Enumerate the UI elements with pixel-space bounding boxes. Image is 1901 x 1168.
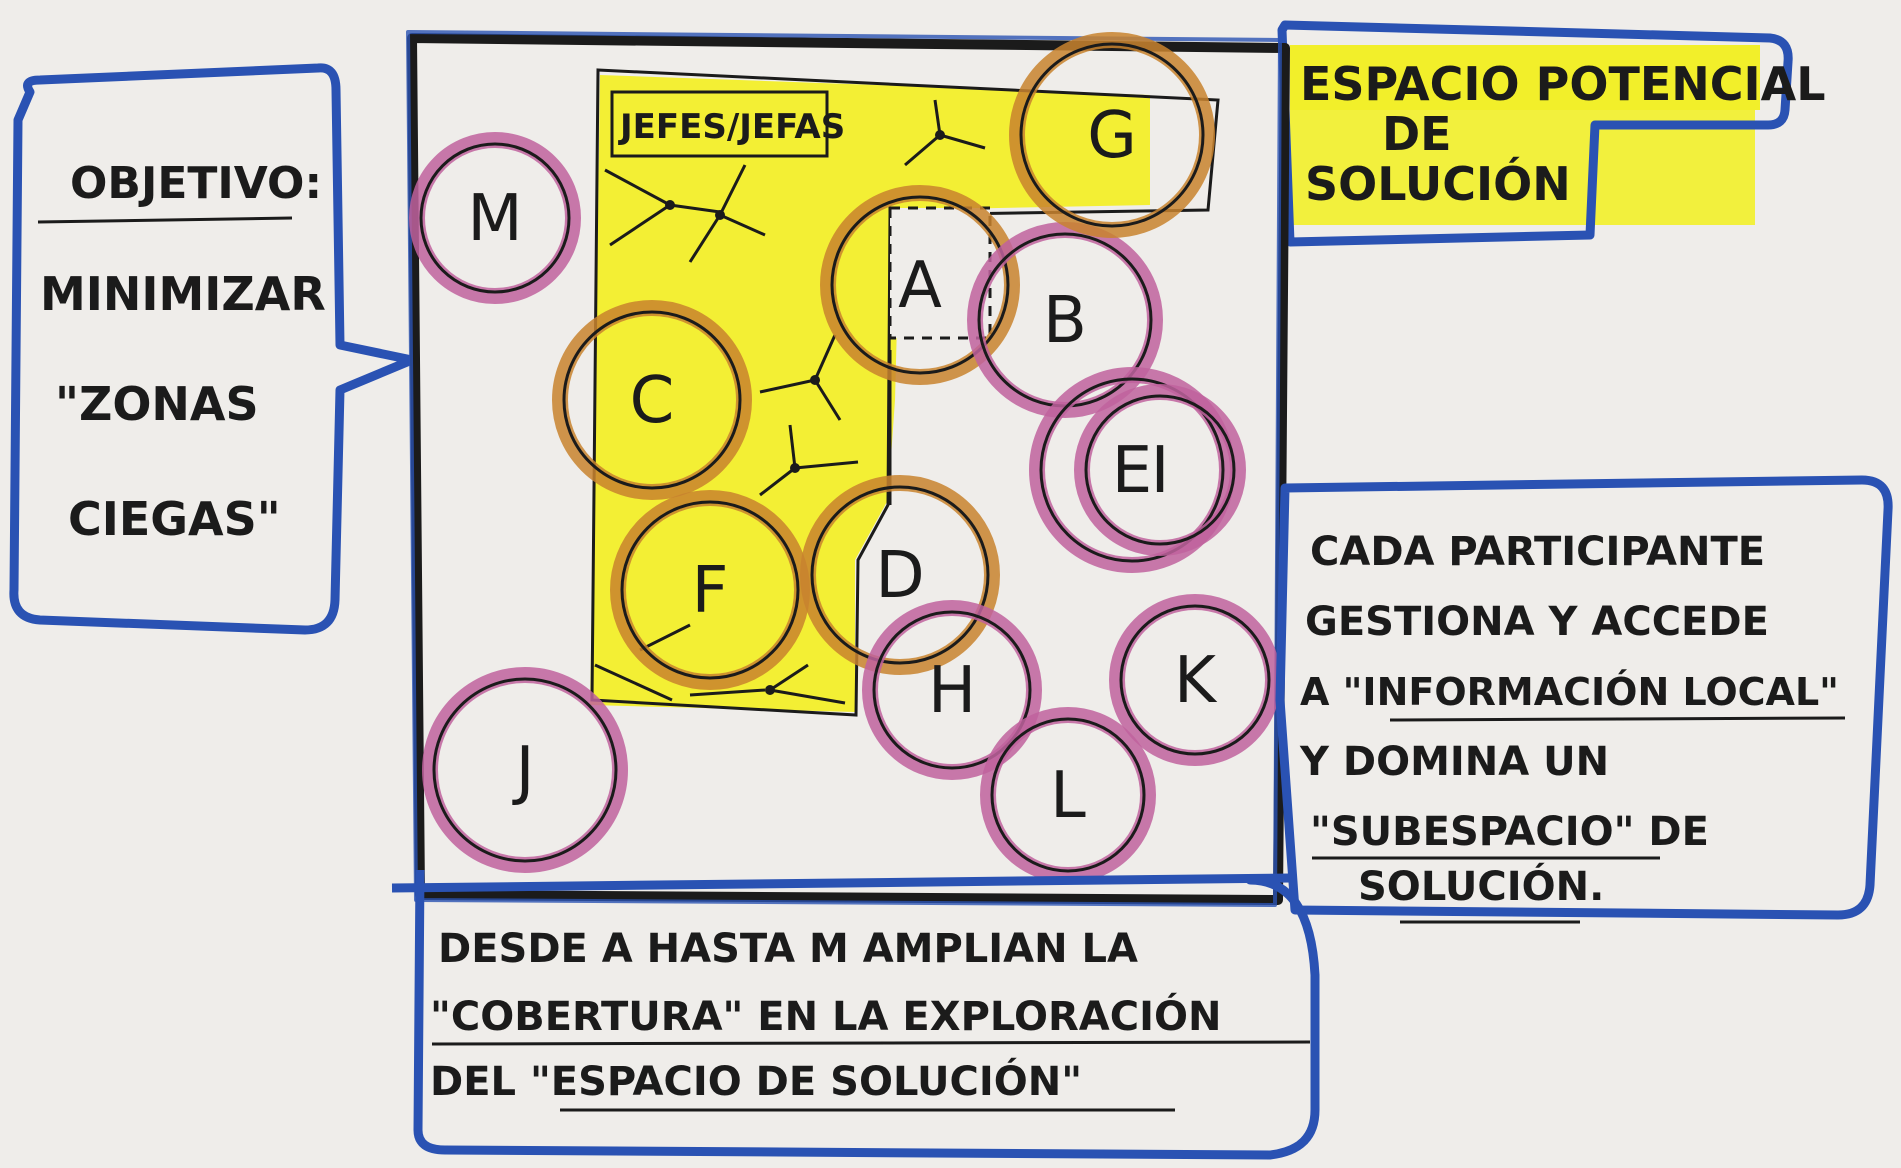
objective-callout: OBJETIVO: MINIMIZAR "ZONAS CIEGAS" [9,63,417,635]
participant-c-circle [562,310,742,490]
coverage-underline [431,1040,1311,1046]
coverage-line-3: DEL "ESPACIO DE SOLUCIÓN" [430,1057,1082,1105]
participant-i-circle [1084,394,1236,546]
objective-line-2: "ZONAS [55,377,259,431]
participant-a-halo [820,185,1020,385]
coverage-callout: DESDE A HASTA M AMPLIAN LA "COBERTURA" E… [391,869,1320,1160]
local-information-underline [1389,716,1846,722]
participant-h-label: H [928,654,976,728]
participant-h-circle [872,610,1032,770]
participant-b-label: B [1043,284,1087,358]
participant-m-circle [419,142,571,294]
objective-label: OBJETIVO: [70,158,322,209]
participant-f-label: F [692,554,729,628]
each-participant-callout-border [1275,475,1893,920]
participant-m-label: M [467,182,522,256]
coverage-callout-top [391,873,1291,893]
participants-layer: A B C D E F G H I J K L M [409,32,1281,883]
coverage-line-1: DESDE A HASTA M AMPLIAN LA [438,926,1138,972]
participant-i-label: I [1151,434,1170,508]
participant-e-circle [1039,377,1225,563]
participant-g-label: G [1087,99,1137,173]
participant-g-circle [1019,42,1205,228]
potential-highlight-wide [1290,45,1760,110]
objective-callout-border [9,63,417,635]
interaction-arrow-heads [665,130,945,695]
potential-line-3: SOLUCIÓN [1305,157,1571,211]
potential-callout-border [1277,20,1793,247]
objective-label-underline [37,216,293,224]
participant-j-halo [422,667,628,873]
participant-l-circle [990,717,1146,873]
each-participant-line-5: "SUBESPACIO" DE [1310,809,1709,855]
potential-space-callout: ESPACIO POTENCIAL DE SOLUCIÓN [1277,20,1826,247]
participant-k-halo [1109,594,1281,766]
participant-d-circle [810,485,990,665]
coverage-callout-border [413,869,1320,1160]
participant-e-label: E [1112,434,1152,508]
participant-i-halo [1074,384,1246,556]
participant-l-halo [980,707,1156,883]
bosses-label-box [610,90,829,158]
solution-space-frame-blue [406,30,1282,907]
participant-g-halo [1009,32,1215,238]
coverage-line-2: "COBERTURA" EN LA EXPLORACIÓN [430,992,1221,1040]
participant-f-circle [620,500,800,680]
objective-line-3: CIEGAS" [68,492,281,546]
participant-j-label: J [512,734,535,808]
potential-line-1: ESPACIO POTENCIAL [1300,57,1826,111]
solution-space-frame [407,33,1290,905]
participant-m-halo [409,132,581,304]
each-participant-callout: CADA PARTICIPANTE GESTIONA Y ACCEDE A "I… [1275,475,1893,924]
each-participant-line-6: SOLUCIÓN. [1358,862,1604,910]
participant-a-label: A [898,249,942,323]
participant-h-halo [862,600,1042,780]
each-participant-line-3: A "INFORMACIÓN LOCAL" [1300,670,1839,714]
each-participant-line-4: Y DOMINA UN [1299,739,1609,785]
participant-f-halo [610,490,810,690]
participant-l-label: L [1050,759,1086,833]
potential-line-2: DE [1382,107,1452,161]
participant-a-circle [830,195,1010,375]
objective-line-1: MINIMIZAR [40,267,326,321]
participant-c-halo [552,300,752,500]
each-participant-line-1: CADA PARTICIPANTE [1310,529,1765,575]
participant-j-circle [432,677,618,863]
participant-e-halo [1029,367,1235,573]
participant-k-label: K [1174,644,1218,718]
bosses-label: JEFES/JEFAS [618,107,845,147]
bosses-yellow-zone [590,75,1150,712]
each-participant-line-2: GESTIONA Y ACCEDE [1305,599,1769,645]
participant-k-circle [1119,604,1271,756]
participant-d-label: D [875,539,924,613]
participant-c-label: C [630,364,675,438]
